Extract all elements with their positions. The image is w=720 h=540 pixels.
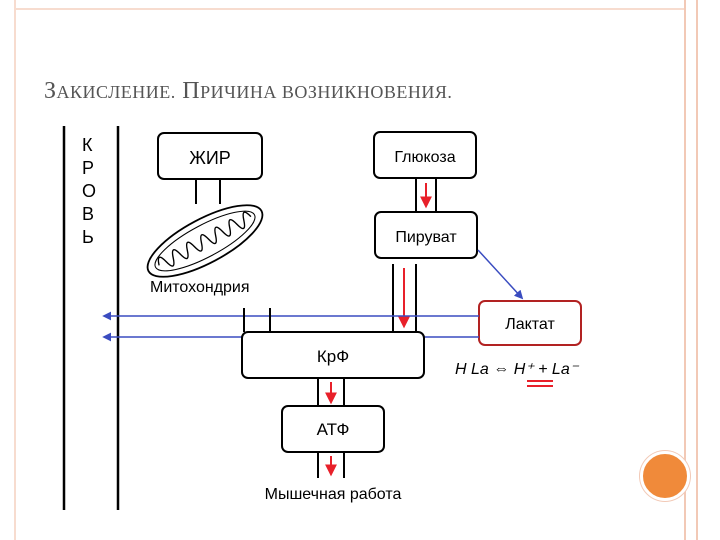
box-lactate-label: Лактат (505, 316, 555, 333)
label-mitochondria: Митохондрия (150, 279, 250, 296)
box-pyruvate-label: Пируват (395, 229, 457, 246)
arrow-pyruvate-lactate (477, 249, 524, 300)
equation-lactic-acid: H La ⇔ H⁺ + La⁻ (455, 361, 580, 378)
frame-right-inner-line (696, 0, 698, 540)
title-cap-2: П (182, 78, 201, 104)
box-atp (281, 405, 385, 453)
frame-left-line (14, 0, 16, 540)
slide-title: ЗАКИСЛЕНИЕ. ПРИЧИНА ВОЗНИКНОВЕНИЯ. (44, 78, 452, 105)
box-atp-label: АТФ (317, 420, 350, 439)
blood-letter-3: О (82, 181, 96, 201)
frame-top-line (14, 0, 694, 10)
box-lactate (478, 300, 582, 346)
title-rest-2: РИЧИНА ВОЗНИКНОВЕНИЯ. (200, 82, 453, 102)
blood-letter-2: Р (82, 158, 94, 178)
title-rest-1: АКИСЛЕНИЕ. (56, 82, 176, 102)
box-fat (157, 132, 263, 180)
blood-letter-4: В (82, 204, 94, 224)
blood-letter-1: К (82, 135, 93, 155)
decorative-orange-circle (640, 451, 690, 501)
title-cap-1: З (44, 78, 57, 104)
box-crp-label: КрФ (317, 347, 349, 366)
mitochondrion-icon (146, 204, 264, 278)
label-muscle-work: Мышечная работа (265, 486, 402, 503)
blood-letter-5: Ь (82, 227, 94, 247)
box-pyruvate (374, 211, 478, 259)
box-crp (241, 331, 425, 379)
frame-right-band (684, 0, 720, 540)
box-fat-label: ЖИР (189, 148, 231, 168)
box-glucose (373, 131, 477, 179)
box-glucose-label: Глюкоза (394, 149, 455, 166)
